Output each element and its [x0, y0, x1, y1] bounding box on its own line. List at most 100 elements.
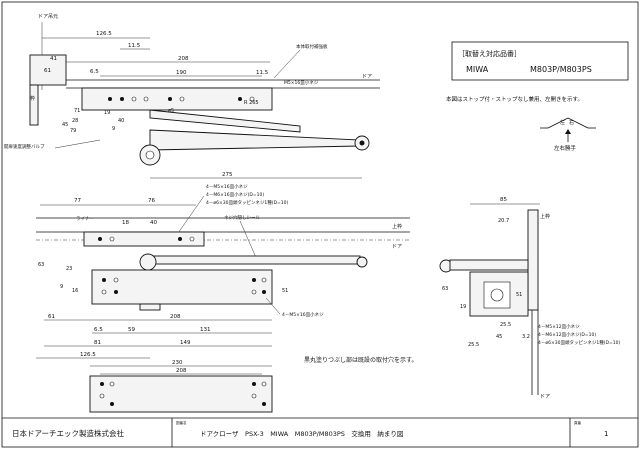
dim-61-front: 61	[48, 314, 55, 320]
hand-left: 左	[560, 119, 565, 126]
top-view: ドア吊元 126.5 11.5 208 41 61 6.5 190 11.5 本…	[4, 14, 380, 179]
arm-upper	[149, 109, 301, 133]
company-name: 日本ドアーチエック製造株式会社	[12, 428, 125, 438]
dim-45-side: 45	[496, 334, 502, 340]
plate-view: 230 208	[89, 360, 273, 413]
name-header: 図番名	[176, 420, 187, 425]
dim-19-side: 19	[460, 304, 466, 310]
mid-note-3: 4－ø6×30皿頭タッピンネジ1種(D=10)	[206, 199, 288, 206]
dim-11-5b: 11.5	[256, 70, 269, 76]
screw-seal-label: ネジ穴隠しシール	[224, 214, 260, 221]
dim-6-5-front: 6.5	[94, 327, 103, 333]
screw-label-top: M5×16皿小ネジ	[284, 79, 319, 86]
dim-63-side: 63	[442, 286, 448, 292]
dim-28: 28	[72, 118, 78, 124]
dim-3-2: 3.2	[522, 334, 530, 340]
dim-208-top: 208	[178, 56, 189, 62]
door-label-top: ドア	[362, 74, 372, 80]
side-arm	[449, 259, 529, 271]
door-label-mid: ドア	[392, 244, 402, 250]
mid-note-2: 4－M6×16皿小ネジ(D=10)	[206, 191, 264, 198]
mounting-plate	[89, 375, 273, 413]
replacement-brand: MIWA	[466, 65, 489, 74]
frame-edge	[29, 84, 39, 126]
dim-19-top: 19	[104, 110, 110, 116]
filled-holes-note: 黒丸塗りつぶし部は既設の取付穴を示す。	[304, 356, 417, 364]
side-top-label: 上枠	[540, 213, 550, 220]
bracket-plate	[83, 231, 205, 247]
pinion-front	[139, 253, 157, 271]
front-note: 4－M5×16皿小ネジ	[282, 311, 324, 318]
replacement-model: M803P/M803PS	[530, 65, 592, 74]
side-door-label: ドア	[540, 394, 550, 400]
dim-208-front: 208	[170, 314, 181, 320]
hand-caption: 左右勝手	[554, 144, 577, 152]
dim-11-5a: 11.5	[128, 43, 141, 49]
dim-16-front: 16	[72, 288, 78, 294]
arm-lower	[149, 129, 361, 151]
dim-77: 77	[74, 198, 81, 204]
dim-51-front: 51	[282, 288, 288, 294]
mid-note-1: 4－M5×16皿小ネジ	[206, 183, 248, 190]
dim-41: 41	[50, 56, 57, 62]
side-view: 85 20.7 上枠 ドア 63 51 19 25.5 45 3.2 25.5 …	[439, 197, 620, 400]
sheet-number: 1	[604, 430, 608, 438]
side-note-3: 4－ø6×30皿頭タッピンネジ1種(D=10)	[538, 339, 620, 346]
replacement-box: ［取替え対応品番］ MIWA M803P/M803PS	[451, 41, 629, 81]
dim-126-5: 126.5	[96, 31, 112, 37]
radius-label: R 265	[244, 100, 259, 106]
dim-61: 61	[44, 68, 51, 74]
dim-190: 190	[176, 70, 187, 76]
dim-51-side: 51	[516, 292, 522, 298]
dim-phi5: ø5	[168, 108, 174, 114]
dim-23-front: 23	[66, 266, 72, 272]
dim-59: 59	[128, 327, 135, 333]
frame-block	[29, 54, 67, 86]
dim-81: 81	[94, 340, 101, 346]
arm-front	[149, 255, 361, 265]
dim-230: 230	[172, 360, 183, 366]
dim-40-mid: 40	[150, 220, 157, 226]
dim-40-top: 40	[118, 118, 124, 124]
bracket-label: 本体取付補強板	[296, 43, 328, 50]
dim-208-plate: 208	[176, 368, 187, 374]
dim-71: 71	[74, 108, 80, 114]
hand-symbol: 左 右 左右勝手	[540, 117, 596, 152]
dim-79: 79	[70, 128, 76, 134]
dim-126-5-front: 126.5	[80, 352, 96, 358]
hand-right: 右	[569, 119, 574, 126]
side-frame	[527, 209, 539, 311]
dim-63-front: 63	[38, 262, 44, 268]
drawing-title: ドアクローザ PSX-3 MIWA M803P/M803PS 交換用 納まり図	[200, 429, 403, 438]
top-frame-label: 上枠	[392, 223, 402, 230]
front-view: 上枠 ドア 77 76 18 40 9 23 ライナー ネジ穴隠しシール 4－M…	[36, 183, 410, 359]
dim-149: 149	[180, 340, 191, 346]
dim-6-5: 6.5	[90, 69, 99, 75]
title-block: 日本ドアーチエック製造株式会社 図番名 ドアクローザ PSX-3 MIWA M8…	[2, 417, 638, 447]
closer-body-side	[469, 271, 529, 317]
closer-body-front	[91, 269, 273, 305]
dim-25-5a: 25.5	[500, 322, 511, 328]
valve-label: 開扉速度調整バルブ	[4, 143, 45, 150]
frame-label: 枠	[30, 95, 35, 102]
closer-body-top	[81, 87, 273, 111]
door-hinge-label: ドア吊元	[38, 14, 58, 20]
dim-275: 275	[222, 172, 233, 178]
dim-25-5b: 25.5	[468, 342, 479, 348]
dim-9-top: 9	[112, 126, 115, 132]
shoe-front	[356, 256, 368, 268]
side-note-2: 4－M6×12皿小ネジ(D=10)	[538, 331, 596, 338]
dim-85: 85	[500, 197, 507, 203]
side-note-1: 4－M5×12皿小ネジ	[538, 323, 580, 330]
replacement-title: ［取替え対応品番］	[458, 49, 521, 58]
stop-note: 本図はストップ付・ストップなし兼用、左開きを示す。	[446, 95, 583, 103]
liner-label: ライナー	[76, 216, 94, 222]
dim-45: 45	[62, 122, 68, 128]
dim-20-7: 20.7	[498, 218, 509, 224]
dim-9-front: 9	[60, 284, 63, 290]
dim-18: 18	[122, 220, 129, 226]
sheet-header: 頁番	[574, 420, 582, 425]
